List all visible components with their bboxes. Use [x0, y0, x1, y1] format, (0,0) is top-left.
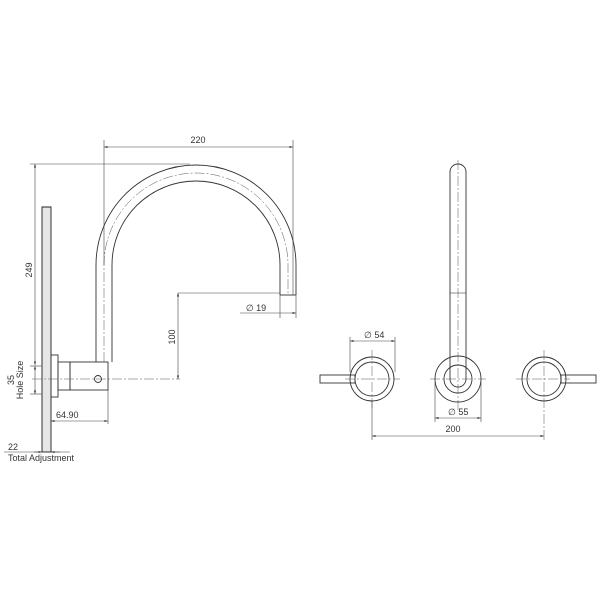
dim-spout-reach: 220 — [190, 135, 205, 145]
wall-plate — [41, 206, 52, 453]
dim-spout-outlet-height: 100 — [167, 329, 177, 344]
dim-hole-size-label: Hole Size — [15, 361, 25, 400]
dim-hole-size-value: 35 — [6, 375, 16, 385]
gooseneck-spout — [95, 164, 297, 362]
dim-spout-flange-diameter: ∅ 55 — [448, 407, 468, 417]
tap-body — [69, 361, 109, 391]
dim-adjustment-label: Total Adjustment — [8, 453, 75, 463]
dim-handle-diameter: ∅ 54 — [364, 330, 384, 340]
front-view: ∅ 54 ∅ 55 200 — [319, 160, 597, 440]
right-handle — [516, 350, 597, 440]
left-handle — [319, 350, 400, 410]
dim-adjustment-value: 22 — [8, 442, 18, 452]
side-view: 220 249 ∅ 19 100 35 Hole Size 64.90 22 T… — [4, 135, 297, 463]
spout-front — [430, 160, 486, 410]
flange-neck — [57, 361, 71, 391]
dim-overall-height: 249 — [24, 262, 34, 277]
flange — [50, 354, 59, 398]
dim-handle-centres: 200 — [445, 424, 460, 434]
dim-spout-diameter: ∅ 19 — [246, 303, 266, 313]
dim-body-projection: 64.90 — [56, 410, 79, 420]
